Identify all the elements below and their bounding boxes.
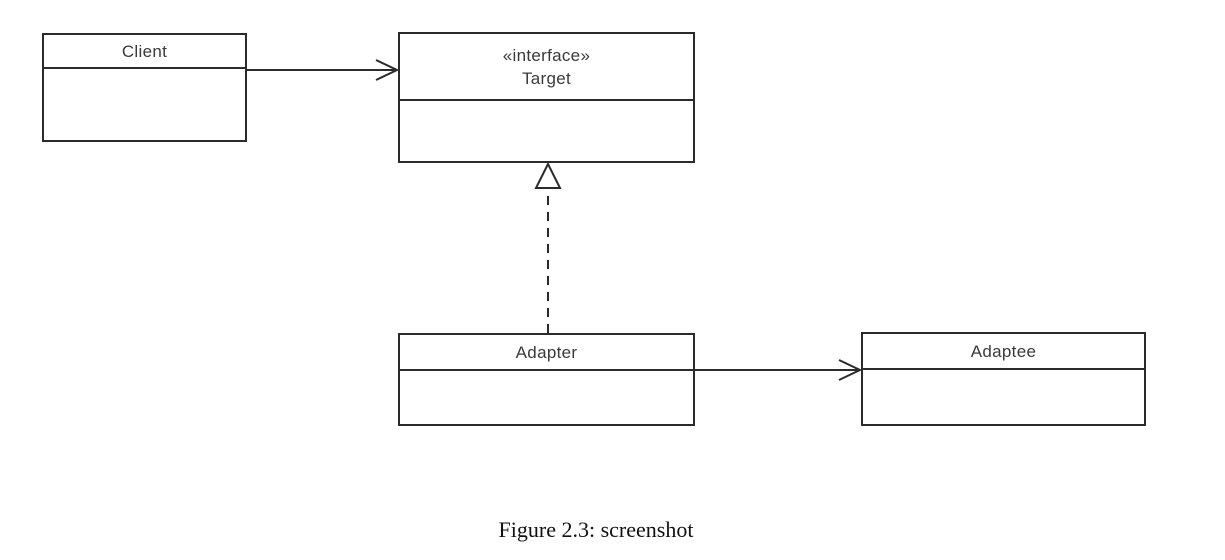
hollow-triangle-arrowhead: [534, 161, 562, 189]
figure-caption: Figure 2.3: screenshot: [498, 517, 694, 542]
class-box-adaptee: Adaptee: [861, 332, 1146, 426]
class-stereotype: «interface»: [502, 45, 591, 65]
open-arrowhead: [838, 359, 863, 381]
class-title-adaptee: Adaptee: [863, 334, 1144, 370]
association-client-target: [247, 59, 400, 81]
class-box-adapter: Adapter: [398, 333, 695, 426]
class-body-adaptee: [863, 370, 1144, 424]
class-name: Target: [521, 68, 572, 88]
class-box-target: «interface» Target: [398, 32, 695, 163]
class-body-target: [400, 101, 693, 161]
class-title-target: «interface» Target: [400, 34, 693, 101]
class-name: Adapter: [515, 342, 578, 362]
class-title-adapter: Adapter: [400, 335, 693, 371]
realization-adapter-target: [534, 161, 562, 333]
class-box-client: Client: [42, 33, 247, 142]
class-body-client: [44, 69, 245, 140]
class-title-client: Client: [44, 35, 245, 69]
class-name: Adaptee: [970, 341, 1037, 361]
association-adapter-adaptee: [695, 359, 863, 381]
open-arrowhead: [375, 59, 400, 81]
class-body-adapter: [400, 371, 693, 424]
class-name: Client: [121, 41, 168, 61]
